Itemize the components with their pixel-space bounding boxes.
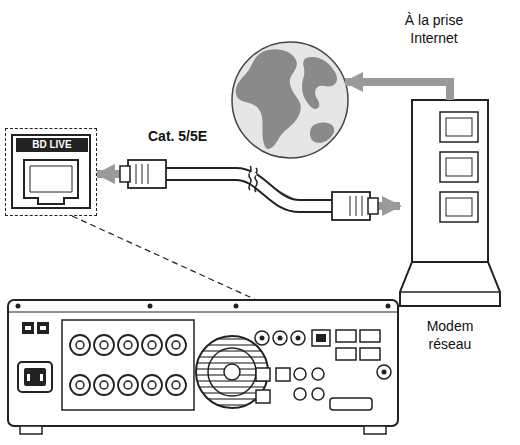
node-label: À la prise Internet — [386, 12, 482, 47]
port-inset — [12, 135, 90, 208]
modem-tower — [400, 100, 500, 306]
port-inset-box: BD LIVE — [5, 128, 97, 216]
cable-label: Cat. 5/5E — [146, 128, 209, 144]
globe-node: À la prise Internet — [232, 42, 348, 158]
modem-node: Modem réseau — [400, 100, 500, 366]
node-label: BD LIVE — [16, 138, 88, 152]
globe — [232, 42, 348, 158]
node-label: Modem réseau — [415, 318, 485, 353]
arrow-connector — [345, 82, 450, 100]
receiver-rear-panel — [8, 300, 398, 434]
